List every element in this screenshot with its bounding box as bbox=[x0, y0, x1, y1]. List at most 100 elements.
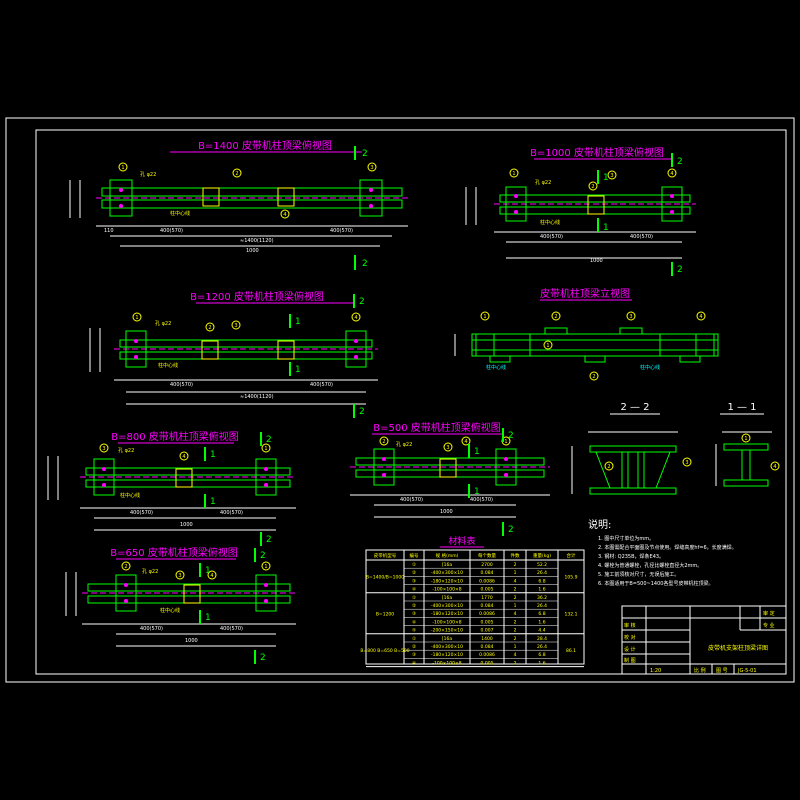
callout-number: 3 bbox=[685, 460, 688, 466]
view-b1200-title: B=1200 皮带机柱顶梁俯视图 bbox=[190, 290, 324, 303]
callout-number: 2 bbox=[591, 184, 594, 190]
table-cell: 2 bbox=[514, 660, 517, 666]
b1200-hole: 孔 φ22 bbox=[155, 320, 171, 327]
b500-cut-1b: 1 bbox=[474, 487, 480, 497]
table-cell: 0.005 bbox=[481, 619, 494, 625]
callout-number: 3 bbox=[102, 446, 105, 452]
callout-number: 4 bbox=[210, 573, 213, 579]
callout-number: 3 bbox=[610, 173, 613, 179]
view-elevation-title: 皮带机柱顶梁立视图 bbox=[540, 287, 630, 300]
section11-title: 1 — 1 bbox=[727, 402, 756, 413]
callout-number: 4 bbox=[182, 454, 185, 460]
b1000-cut-1a: 1 bbox=[603, 173, 609, 183]
view-b800: B=800 皮带机柱顶梁俯视图 400(570) 400(570) 1000 孔… bbox=[47, 430, 296, 546]
view-b500-title: B=500 皮带机柱顶梁俯视图 bbox=[373, 421, 501, 434]
tb-row-3: 设 计 bbox=[624, 646, 636, 653]
callout-number: 4 bbox=[464, 439, 467, 445]
table-model: B=800 B=650 B=500 bbox=[360, 648, 409, 654]
b650-cut-1a: 1 bbox=[205, 566, 211, 576]
b500-dim-1000: 1000 bbox=[440, 509, 453, 515]
b1000-center-line: 柱中心线 bbox=[540, 219, 560, 226]
b800-center-line: 柱中心线 bbox=[120, 492, 140, 499]
table-cell: 2 bbox=[514, 636, 517, 642]
notes-block: 说明: 1. 图中尺寸单位为mm。2. 本图需配合平面图及节点使用。焊缝高度hf… bbox=[588, 518, 737, 587]
view-b500: B=500 皮带机柱顶梁俯视图 400(570) 400(570) 1000 孔… bbox=[350, 421, 550, 536]
callout-number: 2 bbox=[208, 325, 211, 331]
callout-number: 1 bbox=[744, 436, 747, 442]
callout-number: 1 bbox=[512, 171, 515, 177]
table-cell: 1.6 bbox=[538, 587, 545, 593]
tb-scale-label: 比 例 bbox=[694, 667, 706, 674]
b1000-cut-2a: 2 bbox=[677, 157, 683, 167]
callout-number: 3 bbox=[234, 323, 237, 329]
outer-frame bbox=[5, 117, 795, 683]
tb-row-4: 制 图 bbox=[624, 657, 636, 664]
view-b1200: B=1200 皮带机柱顶梁俯视图 400(570) 400(570) ≈1400… bbox=[89, 290, 378, 418]
table-cell: 26.4 bbox=[537, 603, 547, 609]
table-cell: ④ bbox=[412, 587, 416, 593]
dim-total: ≈1400(1120) bbox=[240, 238, 274, 244]
notes-heading: 说明: bbox=[588, 518, 611, 531]
table-header: 每个数量 bbox=[478, 552, 496, 559]
hole-label: 孔 φ22 bbox=[140, 171, 156, 178]
dim-1000: 1000 bbox=[246, 248, 259, 254]
note-line: 6. 本图适用于B=500~1400各型号皮带机柱顶梁。 bbox=[598, 580, 713, 587]
b650-cut-2a: 2 bbox=[260, 551, 266, 561]
table-model: B=1200 bbox=[376, 611, 394, 617]
table-header: 皮带机型号 bbox=[374, 552, 397, 559]
table-cell: -180×120×10 bbox=[431, 578, 463, 584]
table-cell: 0.007 bbox=[481, 628, 494, 634]
callout-number: 4 bbox=[773, 464, 776, 470]
table-total: 132.1 bbox=[565, 611, 578, 617]
table-cell: 0.084 bbox=[481, 570, 494, 576]
table-cell: ④ bbox=[412, 619, 416, 625]
b650-dim-400b: 400(570) bbox=[220, 626, 243, 632]
tb-row-2: 校 对 bbox=[624, 634, 636, 641]
b650-dim-1000: 1000 bbox=[185, 638, 198, 644]
b500-cut-1a: 1 bbox=[474, 447, 480, 457]
b1000-cut-2b: 2 bbox=[677, 265, 683, 275]
table-cell: 26.4 bbox=[537, 570, 547, 576]
table-cell: -100×100×8 bbox=[432, 619, 461, 625]
b1200-dim-400: 400(570) bbox=[170, 382, 193, 388]
b800-dim-400b: 400(570) bbox=[220, 510, 243, 516]
callout-number: 1 bbox=[546, 343, 549, 349]
table-cell: -400×300×10 bbox=[431, 603, 463, 609]
table-cell: ① bbox=[412, 595, 416, 601]
center-line-label: 柱中心线 bbox=[170, 210, 190, 217]
b1200-cut-1a: 1 bbox=[295, 317, 301, 327]
dim-400: 400(570) bbox=[160, 228, 183, 234]
b650-hole: 孔 φ22 bbox=[142, 568, 158, 575]
table-header: 件数 bbox=[511, 552, 520, 559]
b650-cut-1b: 1 bbox=[205, 613, 211, 623]
cut-mark-2: 2 bbox=[362, 149, 368, 159]
b1000-dim-400b: 400(570) bbox=[630, 234, 653, 240]
callout-number: 4 bbox=[670, 171, 673, 177]
table-cell: 0.005 bbox=[481, 660, 494, 666]
b650-dim-400: 400(570) bbox=[140, 626, 163, 632]
b1200-dim-total: ≈1400(1120) bbox=[240, 394, 274, 400]
table-cell: 1400 bbox=[481, 636, 493, 642]
callout-number: 1 bbox=[504, 439, 507, 445]
dim-400-b: 400(570) bbox=[330, 228, 353, 234]
callout-number: 1 bbox=[135, 315, 138, 321]
table-cell: [16a bbox=[442, 636, 452, 642]
table-cell: 1 bbox=[514, 570, 517, 576]
elev-center-line-a: 柱中心线 bbox=[486, 364, 506, 371]
b650-center-line: 柱中心线 bbox=[160, 607, 180, 614]
table-total: 105.9 bbox=[565, 574, 578, 580]
table-cell: 2700 bbox=[481, 562, 493, 568]
table-model: B=1400/B=1000 bbox=[366, 574, 404, 580]
title-block: 审 核 校 对 设 计 制 图 审 定 专 业 皮带机支架柱顶梁详图 比 例 图… bbox=[621, 605, 787, 675]
callout-number: 3 bbox=[178, 573, 181, 579]
view-b1400-title: B=1400 皮带机柱顶梁俯视图 bbox=[198, 139, 332, 152]
table-cell: 2 bbox=[514, 619, 517, 625]
callout-number: 2 bbox=[554, 314, 557, 320]
table-cell: [16a bbox=[442, 562, 452, 568]
table-cell: 0.084 bbox=[481, 644, 494, 650]
table-cell: 0.005 bbox=[481, 587, 494, 593]
section22-title: 2 — 2 bbox=[620, 402, 649, 413]
callout-number: 1 bbox=[264, 564, 267, 570]
table-cell: ③ bbox=[412, 578, 416, 584]
